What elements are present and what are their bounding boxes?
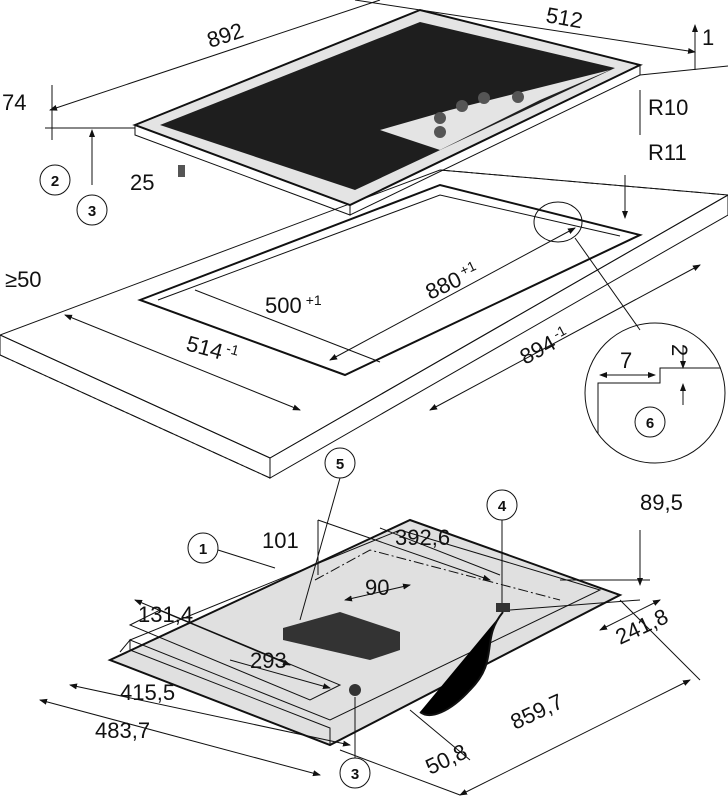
dim-483-7: 483,7 bbox=[95, 718, 150, 743]
dim-depth: 512 bbox=[544, 2, 585, 33]
callout-3-bottom: 3 bbox=[339, 697, 371, 789]
detail-inset: 7 2 bbox=[584, 322, 726, 464]
dim-step-height: 2 bbox=[667, 344, 692, 356]
callout-1: 1 bbox=[187, 532, 276, 569]
svg-text:4: 4 bbox=[498, 498, 507, 515]
svg-text:1: 1 bbox=[199, 541, 207, 558]
dim-415-5: 415,5 bbox=[120, 680, 175, 705]
svg-text:5: 5 bbox=[336, 456, 344, 473]
dim-101: 101 bbox=[262, 528, 299, 553]
dim-859-7: 859,7 bbox=[507, 689, 567, 735]
hob-top-view bbox=[132, 8, 643, 216]
dim-r11: R11 bbox=[648, 140, 687, 165]
dim-step-width: 7 bbox=[620, 348, 632, 373]
dim-height: 74 bbox=[2, 90, 26, 115]
dim-width-total: 894-1 bbox=[515, 322, 573, 370]
countertop bbox=[0, 169, 728, 479]
dim-width: 892 bbox=[204, 18, 247, 53]
dim-cutout-depth: 500+1 bbox=[265, 292, 322, 318]
callout-4: 4 bbox=[486, 489, 518, 603]
callout-3-top: 3 bbox=[76, 194, 108, 226]
svg-text:2: 2 bbox=[51, 173, 59, 190]
callout-6: 6 bbox=[634, 406, 666, 438]
knob-icon bbox=[434, 112, 446, 124]
dim-131-4: 131,4 bbox=[138, 602, 193, 627]
svg-text:3: 3 bbox=[88, 203, 96, 220]
dim-89-5: 89,5 bbox=[640, 490, 683, 515]
dim-r10: R10 bbox=[648, 95, 688, 120]
dim-screw: 25 bbox=[130, 170, 154, 195]
dim-90: 90 bbox=[365, 575, 389, 600]
dim-50-8: 50,8 bbox=[422, 739, 471, 780]
callout-2: 2 bbox=[39, 164, 71, 196]
dim-392-6: 392,6 bbox=[395, 525, 450, 550]
callout-5: 5 bbox=[299, 447, 356, 621]
dim-margin: ≥50 bbox=[5, 267, 42, 292]
dim-293: 293 bbox=[250, 648, 287, 673]
svg-text:6: 6 bbox=[646, 415, 654, 432]
dim-glass-step: 1 bbox=[702, 25, 714, 50]
svg-text:3: 3 bbox=[351, 766, 359, 783]
dim-depth-total: 514-1 bbox=[184, 330, 241, 369]
